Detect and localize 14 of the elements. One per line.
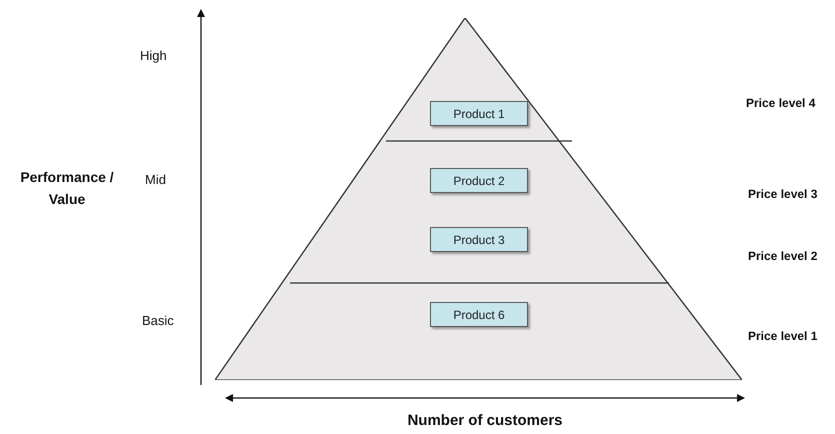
axis-label: Number of customers bbox=[406, 411, 564, 431]
pyramid-drawing bbox=[215, 18, 742, 380]
axis-label: Performance / Value bbox=[19, 168, 115, 209]
axis-label: Mid bbox=[145, 171, 167, 189]
product-box: Product 6 bbox=[430, 302, 528, 327]
axis-label: Price level 1 bbox=[748, 328, 818, 345]
product-box: Product 1 bbox=[430, 101, 528, 126]
product-box: Product 3 bbox=[430, 227, 528, 252]
product-box: Product 2 bbox=[430, 168, 528, 193]
axis-label: Price level 4 bbox=[746, 95, 816, 112]
axis-label: Price level 2 bbox=[748, 248, 818, 265]
axis-label: Price level 3 bbox=[748, 186, 818, 203]
axis-label: Basic bbox=[142, 312, 175, 330]
axis-label: High bbox=[140, 47, 168, 65]
